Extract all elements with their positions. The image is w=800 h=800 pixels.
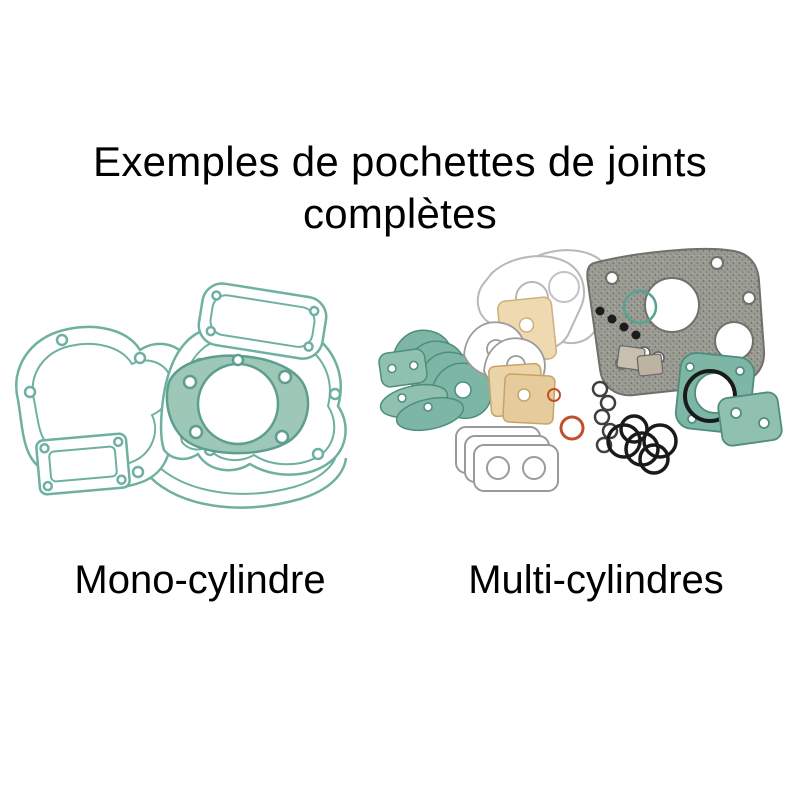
page-title: Exemples de pochettes de joints complètes [0,136,800,240]
cylinder-head-gasket [165,353,310,455]
title-line-2: complètes [302,190,498,237]
orange-o-rings [547,388,585,441]
teal-oval-gaskets [379,383,465,432]
multi-cylinder-label: Multi-cylindres [468,558,724,602]
oil-pan-gasket-curve [149,455,348,509]
black-o-ring-cluster [606,414,678,475]
rubber-grommets [595,306,641,340]
title-line-1: Exemples de pochettes de joints [93,138,707,185]
teal-o-ring [622,289,658,325]
small-paper-pieces [616,345,664,377]
teal-gasket-far-right [717,391,783,447]
paper-gaskets-beige [487,362,556,425]
base-gasket-rectangular [35,432,131,496]
mono-gasket-set-image [15,282,348,509]
cylinder-base-gasket-stack [455,426,559,492]
teal-side-gasket-small [378,348,428,388]
valve-cover-gasket [197,282,328,360]
small-o-ring-chain [591,380,619,454]
mono-cylinder-label: Mono-cylindre [74,558,326,602]
multi-gasket-set-image [378,247,783,492]
